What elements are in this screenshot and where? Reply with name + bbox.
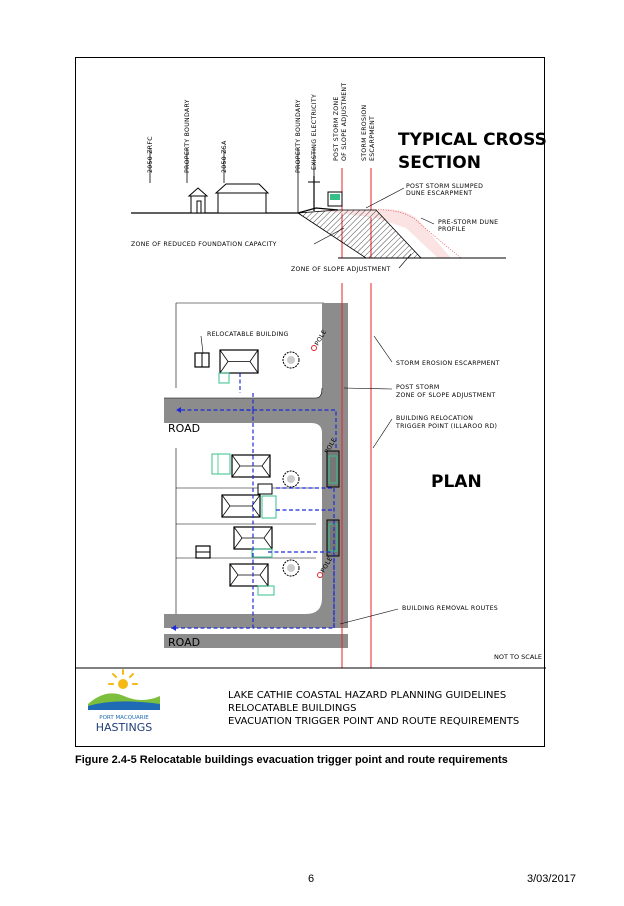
house-3 — [221, 494, 277, 519]
title-line-1: LAKE CATHIE COASTAL HAZARD PLANNING GUID… — [228, 690, 506, 701]
plan-view: ROAD ROAD ROAD — [164, 283, 542, 668]
label-reduced-capacity: ZONE OF REDUCED FOUNDATION CAPACITY — [131, 241, 277, 248]
logo-text-2: HASTINGS — [96, 721, 152, 734]
figure-caption: Figure 2.4-5 Relocatable buildings evacu… — [75, 754, 508, 766]
cross-section-title-1: TYPICAL CROSS — [398, 130, 546, 150]
relocatable-window — [330, 194, 340, 200]
label-pre-storm-2: PROFILE — [438, 226, 466, 233]
label-relocation-2: TRIGGER POINT (ILLAROO RD) — [395, 423, 497, 430]
house-2 — [211, 453, 271, 478]
label-relocation-1: BUILDING RELOCATION — [396, 415, 473, 422]
label-removal-routes: BUILDING REMOVAL ROUTES — [402, 605, 498, 612]
relocatable-unit-2 — [326, 519, 340, 557]
label-not-to-scale: NOT TO SCALE — [494, 653, 542, 661]
council-logo: PORT MACQUARIE HASTINGS — [88, 669, 160, 734]
label-property-boundary-2: PROPERTY BOUNDARY — [295, 99, 302, 173]
tree-icon — [282, 470, 300, 488]
house-small — [187, 187, 209, 214]
label-slumped-2: DUNE ESCARPMENT — [406, 190, 472, 197]
label-pre-storm-1: PRE-STORM DUNE — [438, 219, 498, 226]
pre-storm-profile — [367, 209, 462, 259]
leader-reduced — [313, 227, 345, 245]
route-arrow — [176, 407, 181, 413]
cross-section: 2050 ZRFC PROPERTY BOUNDARY 2050 ZSA PRO… — [131, 83, 546, 273]
leader-removal — [339, 608, 399, 625]
shed-2 — [257, 483, 273, 495]
cross-section-title-2: SECTION — [398, 153, 481, 173]
title-line-2: RELOCATABLE BUILDINGS — [228, 703, 356, 714]
label-existing-electricity: EXISTING ELECTRICITY — [311, 94, 318, 170]
label-slope-adjustment: OF SLOPE ADJUSTMENT — [341, 83, 348, 161]
route-arrow — [171, 625, 176, 631]
title-block: PORT MACQUARIE HASTINGS LAKE CATHIE COAS… — [88, 669, 519, 734]
evacuation-routes — [171, 373, 337, 629]
road-label-upper: ROAD — [168, 422, 200, 435]
leader-relocation — [372, 418, 393, 449]
relocatable-unit-1 — [326, 450, 340, 488]
label-slumped-1: POST STORM SLUMPED — [406, 183, 483, 190]
slumped-escarpment — [296, 209, 422, 259]
label-2050-zrfc: 2050 ZRFC — [147, 136, 154, 173]
label-post-storm-2: ZONE OF SLOPE ADJUSTMENT — [396, 392, 496, 399]
label-escarpment: ESCARPMENT — [369, 116, 376, 161]
label-property-boundary: PROPERTY BOUNDARY — [184, 99, 191, 173]
ground-profile — [131, 207, 339, 214]
logo-text-1: PORT MACQUARIE — [99, 715, 149, 721]
page-date: 3/03/2017 — [527, 873, 576, 885]
label-post-storm-zone: POST STORM ZONE — [333, 96, 340, 161]
label-relocatable-building: RELOCATABLE BUILDING — [207, 331, 289, 338]
leader-post-storm — [343, 387, 393, 390]
leader-pre-storm — [420, 217, 435, 225]
label-storm-erosion-escarpment: STORM EROSION ESCARPMENT — [396, 360, 500, 367]
label-2050-zsa: 2050 ZSA — [221, 140, 228, 173]
label-storm-erosion: STORM EROSION — [361, 105, 368, 161]
pre-storm-dune — [316, 209, 506, 258]
label-slope-adjustment-zone: ZONE OF SLOPE ADJUSTMENT — [291, 266, 391, 273]
logo-wave — [88, 701, 160, 710]
leader-relocatable — [200, 335, 204, 354]
house-large — [214, 183, 270, 214]
road-lower — [164, 634, 348, 648]
sun-icon — [108, 669, 138, 689]
coastal-diagram: 2050 ZRFC PROPERTY BOUNDARY 2050 ZSA PRO… — [76, 83, 546, 734]
tree-icon — [282, 559, 300, 577]
figure-frame: 2050 ZRFC PROPERTY BOUNDARY 2050 ZSA PRO… — [75, 57, 546, 747]
plan-title: PLAN — [431, 472, 482, 492]
road-label-lower-on-road: ROAD — [168, 636, 200, 649]
house-1 — [218, 349, 259, 384]
tree-icon — [282, 351, 300, 369]
leader-slope — [398, 253, 412, 269]
leader-escarpment — [373, 335, 393, 363]
title-line-3: EVACUATION TRIGGER POINT AND ROUTE REQUI… — [228, 716, 519, 727]
label-post-storm-1: POST STORM — [396, 384, 440, 391]
leader-slumped — [365, 187, 405, 209]
house-5 — [229, 563, 275, 596]
road-network — [164, 303, 348, 628]
page-number: 6 — [308, 873, 315, 885]
